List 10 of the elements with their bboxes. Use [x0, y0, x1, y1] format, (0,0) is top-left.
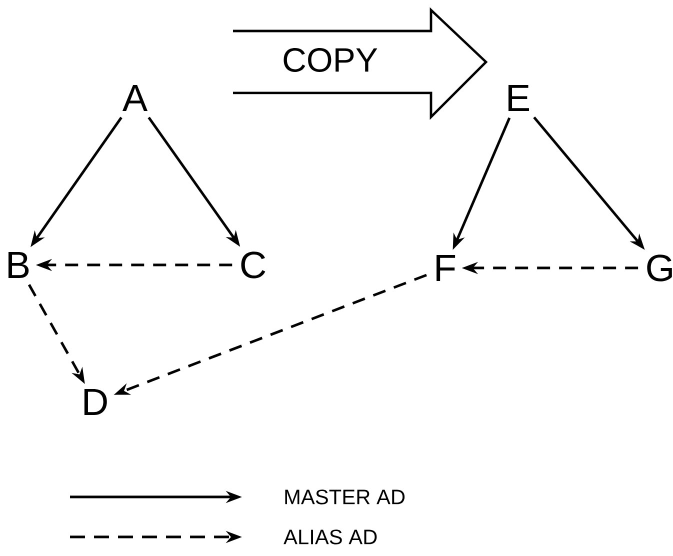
- node-letter: D: [84, 388, 107, 415]
- node-letter: C: [241, 252, 266, 278]
- node-letter: A: [122, 84, 148, 111]
- legend-label: ALIAS AD: [284, 530, 377, 544]
- node-letter: B: [8, 252, 29, 278]
- node-letter: F: [436, 254, 456, 281]
- legend-label: MASTER AD: [285, 490, 405, 504]
- arrow-label: COPY: [284, 48, 378, 72]
- node-letter: E: [508, 84, 529, 111]
- node-letter: G: [647, 254, 672, 282]
